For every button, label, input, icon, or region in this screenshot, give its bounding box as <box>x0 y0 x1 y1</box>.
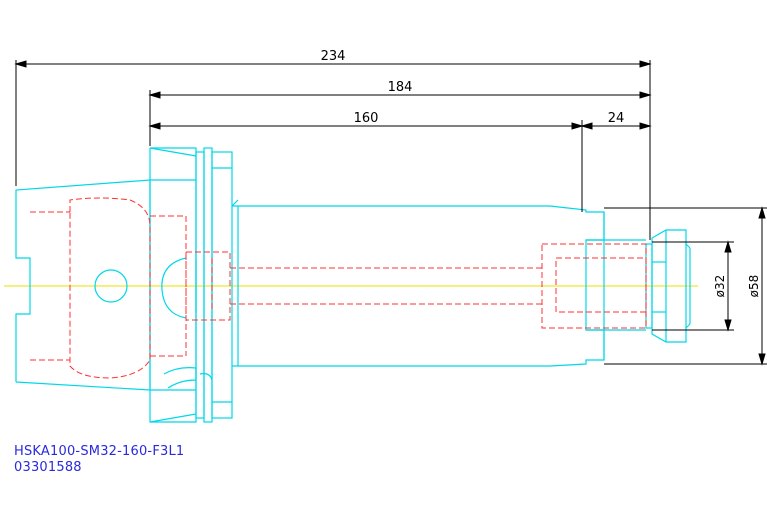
part-code-label: HSKA100-SM32-160-F3L1 <box>14 444 185 459</box>
hidden-lines <box>30 197 647 379</box>
dim-body-length: 160 <box>354 111 379 126</box>
tool-holder-outline <box>15 147 691 423</box>
article-number-label: 03301588 <box>14 460 82 475</box>
dim-nose-length: 24 <box>608 111 625 126</box>
dim-bore-diameter: ø32 <box>713 275 727 298</box>
dim-outer-diameter: ø58 <box>747 275 761 298</box>
dim-overall-length: 234 <box>321 49 346 64</box>
dimension-lines <box>14 60 767 366</box>
dim-flange-length: 184 <box>388 80 413 95</box>
